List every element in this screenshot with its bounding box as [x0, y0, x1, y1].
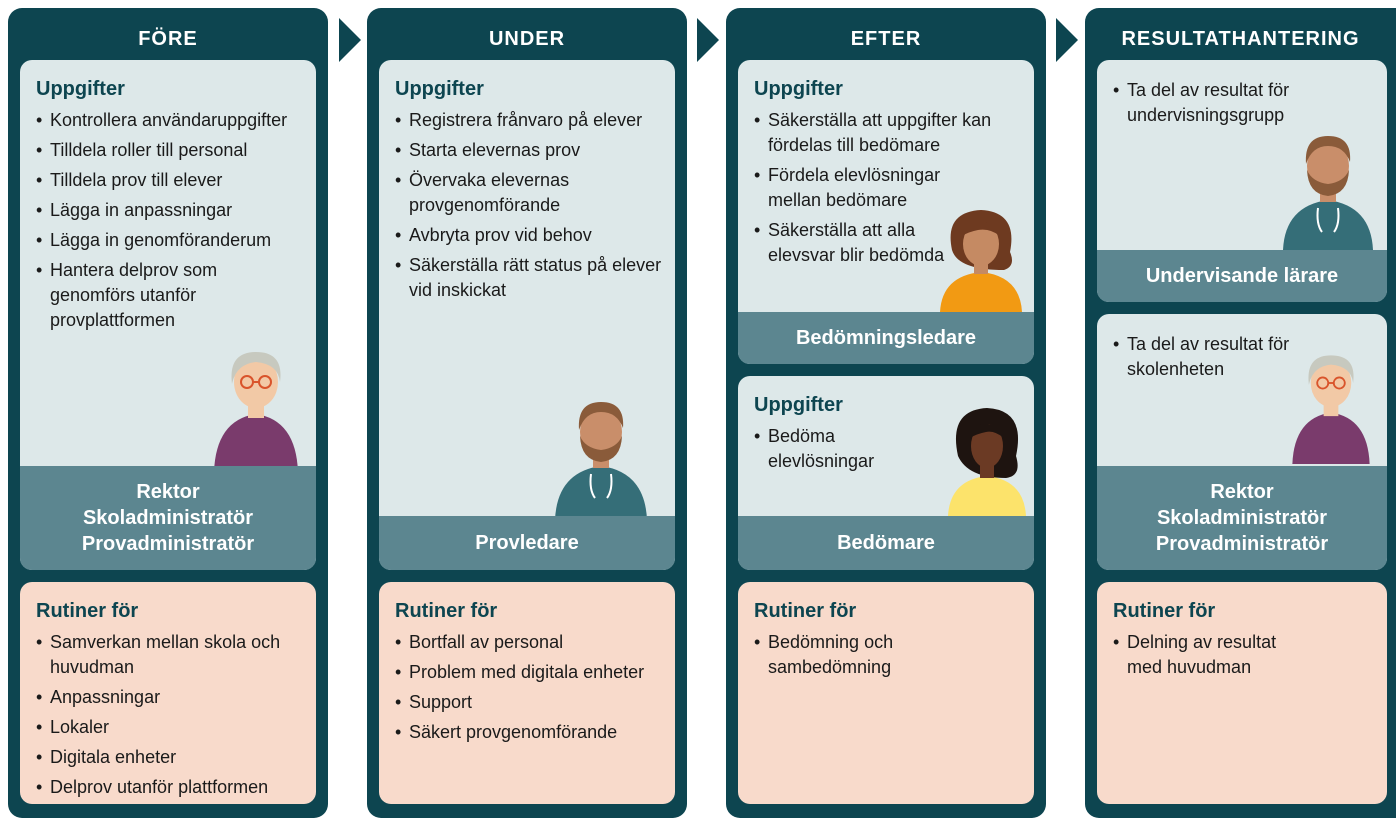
role-label: Undervisande lärare [1097, 250, 1387, 302]
phase-column-under: UNDER Uppgifter Registrera frånvaro på e… [367, 8, 687, 818]
role-card: Uppgifter Kontrollera användaruppgifter … [20, 60, 316, 570]
list-item: Tilldela roller till personal [36, 138, 296, 163]
list-item: Lokaler [36, 715, 306, 740]
phase-column-fore: FÖRE Uppgifter Kontrollera användaruppgi… [8, 8, 328, 818]
person-bearded-man-icon [1283, 136, 1373, 250]
task-list: Säkerställa att uppgifter kan fördelas t… [754, 108, 1022, 273]
list-item: Övervaka elevernas provgenomförande [395, 168, 667, 218]
card-heading: Rutiner för [1113, 600, 1216, 622]
list-item: Registrera frånvaro på elever [395, 108, 667, 133]
list-item: Fördela elevlösningar mellan bedömare [754, 163, 994, 213]
role-name: Bedömare [837, 532, 935, 554]
phase-title: EFTER [850, 28, 922, 50]
task-list: Ta del av resultat för undervisningsgrup… [1113, 78, 1343, 133]
card-heading: Rutiner för [36, 600, 139, 622]
list-item: Problem med digitala enheter [395, 660, 655, 685]
person-gray-hair-glasses-icon [1292, 355, 1370, 464]
list-item: Säkert provgenomförande [395, 720, 655, 745]
card-heading: Uppgifter [754, 78, 843, 100]
list-item: Delprov utanför plattformen [36, 775, 306, 800]
role-label: Bedömningsledare [738, 312, 1034, 364]
role-name: Skoladministratör [82, 507, 254, 529]
task-list: Bedöma elevlösningar [754, 424, 904, 479]
person-bearded-man-icon [555, 402, 647, 520]
rutiner-list: Delning av resultat med huvudman [1113, 630, 1303, 685]
rutiner-list: Bortfall av personal Problem med digital… [395, 630, 655, 750]
list-item: Ta del av resultat för undervisningsgrup… [1113, 78, 1343, 128]
role-card: Uppgifter Registrera frånvaro på elever … [379, 60, 675, 570]
role-card: Uppgifter Bedöma elevlösningar Bedömare [738, 376, 1034, 570]
list-item: Bedöma elevlösningar [754, 424, 904, 474]
role-label: Rektor Skoladministratör Provadministrat… [1097, 466, 1387, 570]
rutiner-list: Bedömning och sambedömning [754, 630, 924, 685]
person-gray-hair-glasses-icon [214, 352, 298, 472]
role-name: Undervisande lärare [1145, 265, 1339, 287]
phase-column-efter: EFTER Uppgifter Säkerställa att uppgifte… [726, 8, 1046, 818]
card-heading: Uppgifter [754, 394, 843, 416]
task-list: Kontrollera användaruppgifter Tilldela r… [36, 108, 296, 338]
phase-column-resultathantering: RESULTATHANTERING Ta del av resultat för… [1085, 8, 1396, 818]
card-heading: Uppgifter [395, 78, 484, 100]
person-woman-curly-hair-icon [940, 210, 1022, 312]
chevron-right-icon [339, 18, 361, 62]
rutiner-card: Rutiner för Bortfall av personal Problem… [379, 582, 675, 804]
chevron-right-icon [697, 18, 719, 62]
list-item: Anpassningar [36, 685, 306, 710]
rutiner-card: Rutiner för Samverkan mellan skola och h… [20, 582, 316, 804]
list-item: Hantera delprov som genomförs utanför pr… [36, 258, 296, 333]
list-item: Starta elevernas prov [395, 138, 667, 163]
card-heading: Uppgifter [36, 78, 125, 100]
phase-title: UNDER [488, 28, 566, 50]
role-name: Skoladministratör [1156, 507, 1328, 529]
list-item: Lägga in genomföranderum [36, 228, 296, 253]
chevron-right-icon [1056, 18, 1078, 62]
list-item: Tilldela prov till elever [36, 168, 296, 193]
rutiner-card: Rutiner för Delning av resultat med huvu… [1097, 582, 1387, 804]
role-label: Provledare [379, 516, 675, 570]
list-item: Bedömning och sambedömning [754, 630, 924, 680]
list-item: Samverkan mellan skola och huvudman [36, 630, 306, 680]
role-name: Bedömningsledare [795, 327, 977, 349]
role-card: Ta del av resultat för skolenheten Rekto… [1097, 314, 1387, 570]
phase-title: RESULTATHANTERING [1121, 28, 1360, 50]
card-heading: Rutiner för [395, 600, 498, 622]
task-list: Registrera frånvaro på elever Starta ele… [395, 108, 667, 308]
card-heading: Rutiner för [754, 600, 857, 622]
role-label: Bedömare [738, 516, 1034, 570]
role-name: Provadministratör [1155, 533, 1329, 555]
phase-title: FÖRE [138, 28, 198, 50]
rutiner-list: Samverkan mellan skola och huvudman Anpa… [36, 630, 306, 805]
list-item: Lägga in anpassningar [36, 198, 296, 223]
person-woman-dark-curly-hair-icon [948, 408, 1026, 516]
role-card: Ta del av resultat för undervisningsgrup… [1097, 60, 1387, 302]
list-item: Bortfall av personal [395, 630, 655, 655]
role-label: Rektor Skoladministratör Provadministrat… [20, 466, 316, 570]
list-item: Support [395, 690, 655, 715]
list-item: Digitala enheter [36, 745, 306, 770]
task-list: Ta del av resultat för skolenheten [1113, 332, 1293, 387]
list-item: Säkerställa rätt status på elever vid in… [395, 253, 667, 303]
role-name: Rektor [136, 481, 200, 503]
list-item: Kontrollera användaruppgifter [36, 108, 296, 133]
role-name: Rektor [1210, 481, 1274, 503]
role-card: Uppgifter Säkerställa att uppgifter kan … [738, 60, 1034, 364]
list-item: Ta del av resultat för skolenheten [1113, 332, 1293, 382]
role-name: Provledare [475, 532, 579, 554]
list-item: Säkerställa att alla elevsvar blir bedöm… [754, 218, 948, 268]
list-item: Delning av resultat med huvudman [1113, 630, 1303, 680]
list-item: Avbryta prov vid behov [395, 223, 667, 248]
rutiner-card: Rutiner för Bedömning och sambedömning [738, 582, 1034, 804]
list-item: Säkerställa att uppgifter kan fördelas t… [754, 108, 1022, 158]
role-name: Provadministratör [81, 533, 255, 555]
